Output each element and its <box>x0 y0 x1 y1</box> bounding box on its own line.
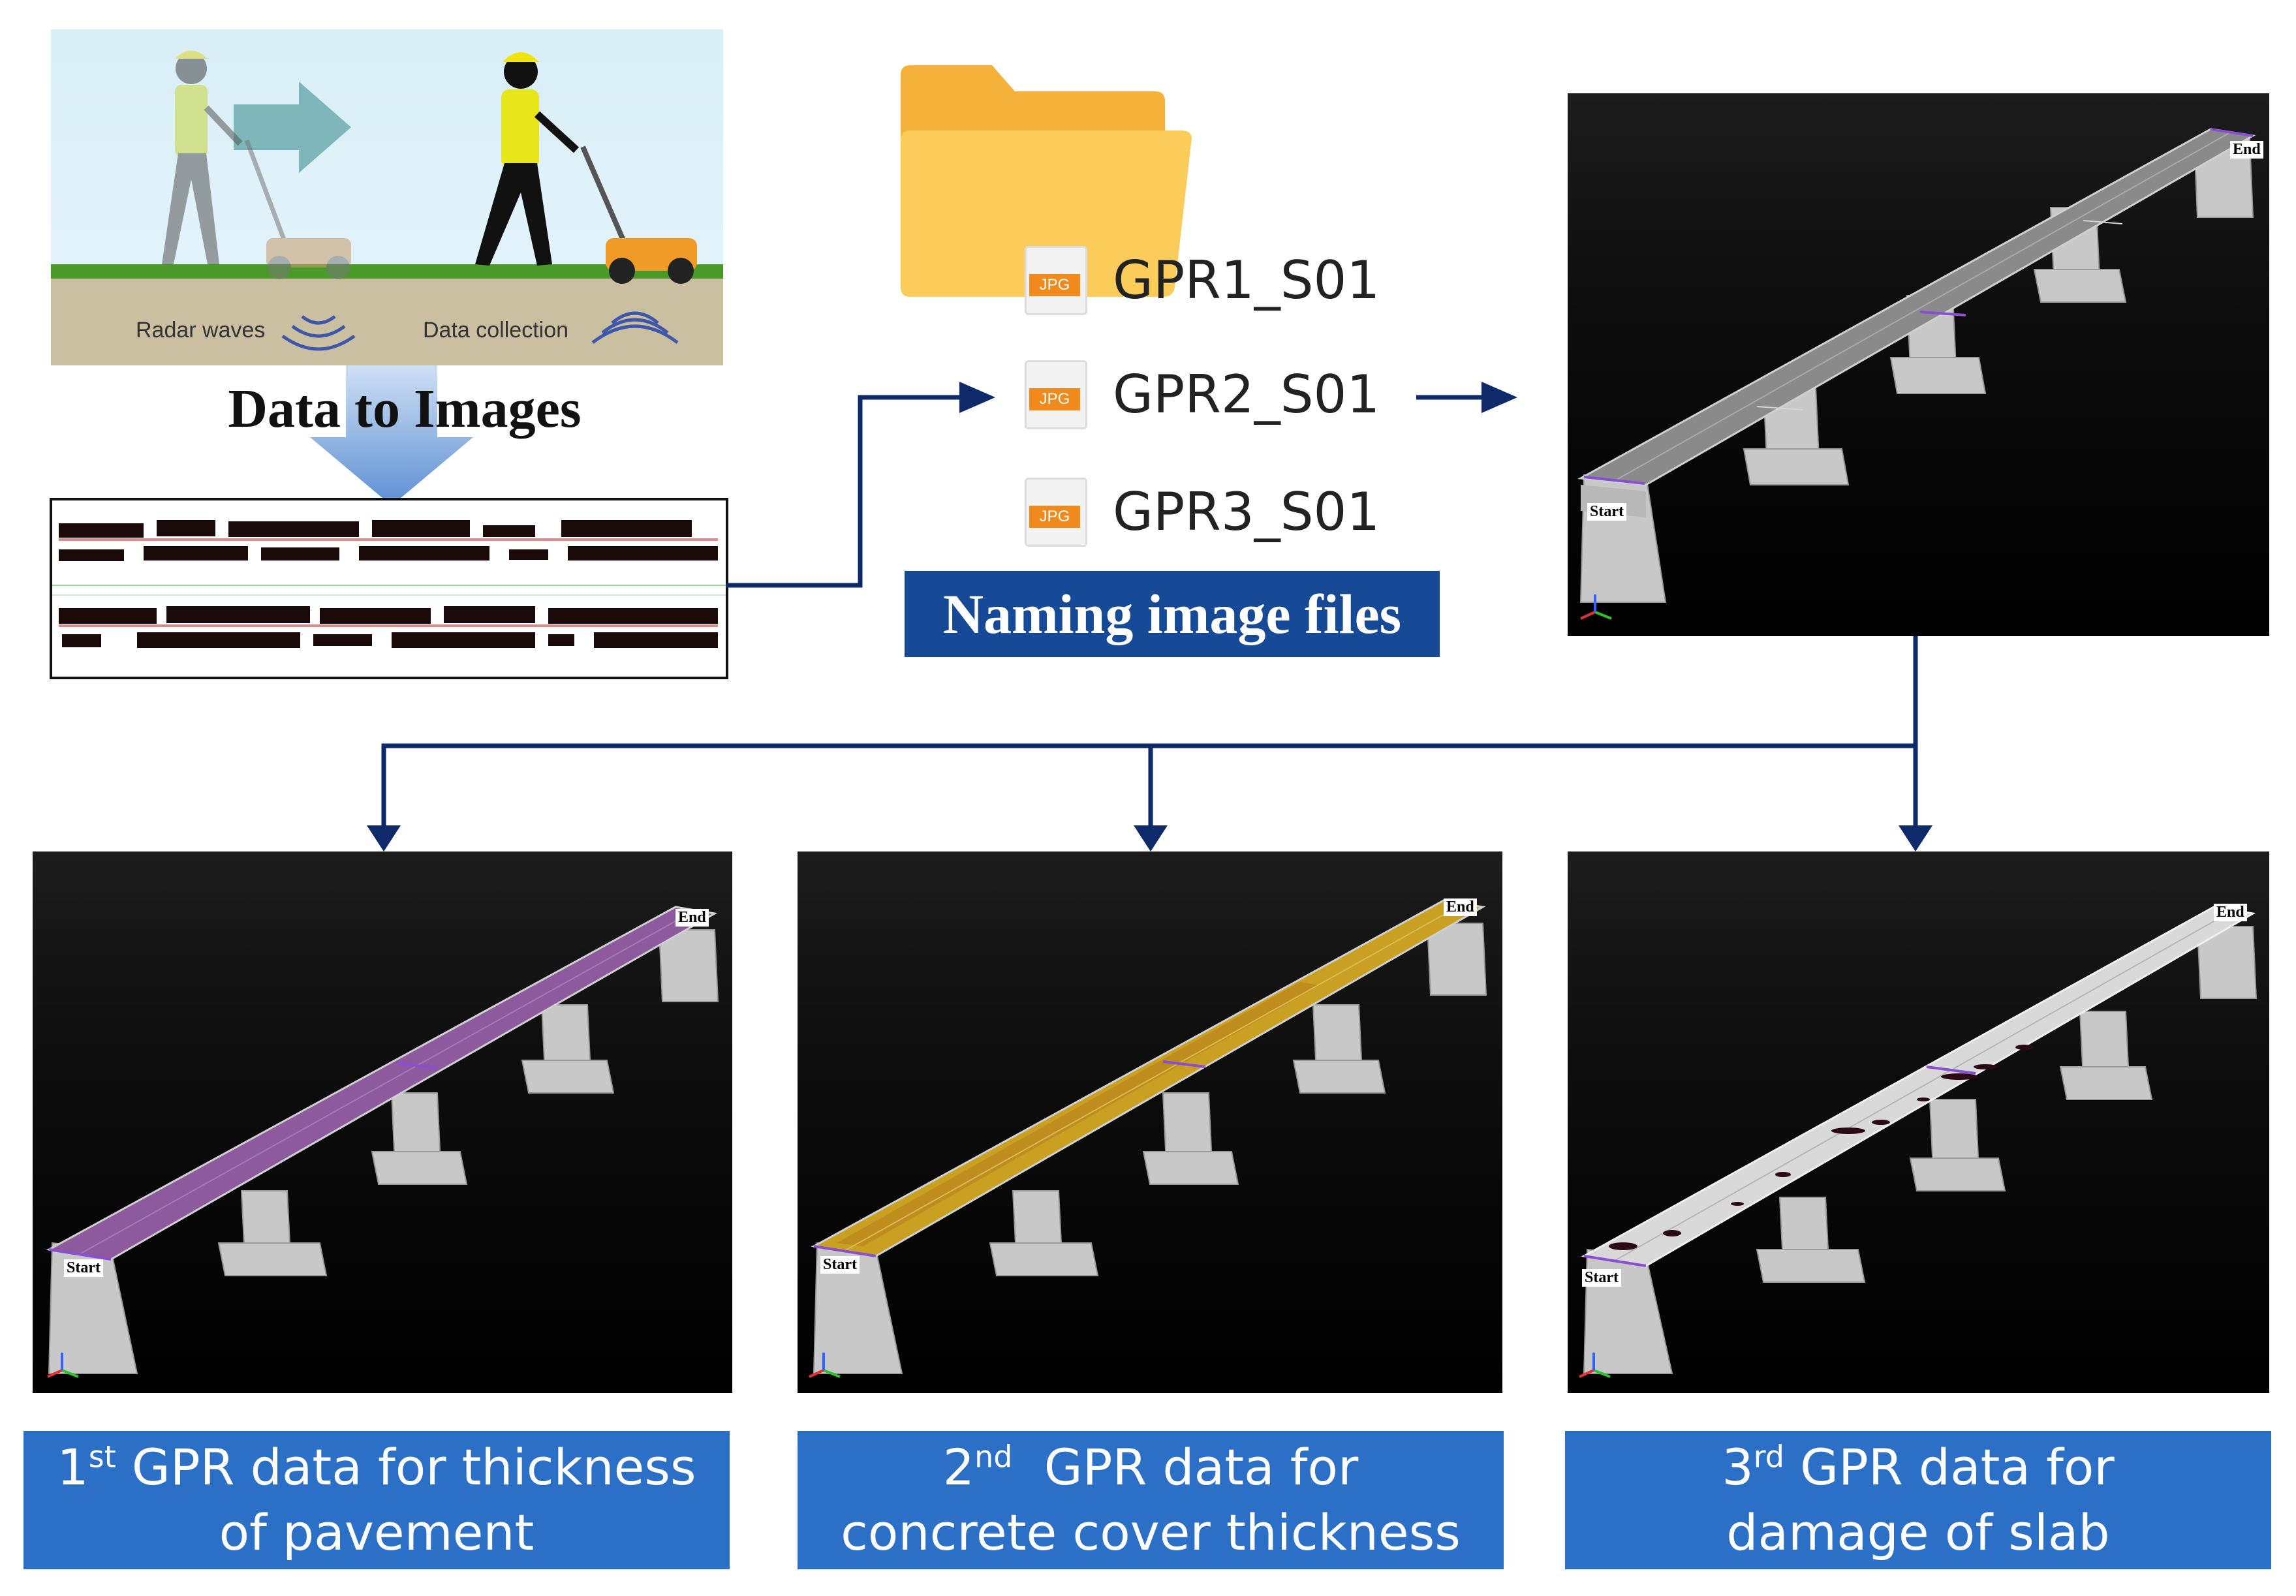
bridge-model-overview: Start End <box>1568 93 2269 636</box>
caption-ordinal: 2 <box>942 1438 975 1496</box>
caption-line-2: concrete cover thickness <box>841 1503 1461 1561</box>
axis-triad-icon <box>809 1353 841 1378</box>
worker-faded-icon <box>162 50 351 279</box>
caption-cover: 2nd GPR data for concrete cover thicknes… <box>798 1431 1504 1569</box>
axis-triad-icon <box>1580 594 1612 620</box>
caption-text: GPR data for <box>1012 1438 1359 1496</box>
arrow-head-icon <box>1482 382 1517 413</box>
worker-icon <box>475 52 697 284</box>
caption-pavement: 1st GPR data for thickness of pavement <box>23 1431 730 1569</box>
gpr-data-strip <box>50 498 728 679</box>
caption-text: GPR data for <box>1784 1438 2115 1496</box>
file-name: GPR1_S01 <box>1113 250 1380 311</box>
bridge-cover-model <box>811 899 1487 1374</box>
radar-wave-icon <box>281 315 356 351</box>
file-item[interactable]: JPG GPR2_S01 <box>1021 352 1413 437</box>
caption-ordinal: 3 <box>1722 1438 1754 1496</box>
bridge-damage-model <box>1581 906 2257 1374</box>
arrow-head-icon <box>1134 825 1168 852</box>
start-label: Start <box>820 1256 860 1274</box>
start-label: Start <box>1582 1269 1621 1287</box>
jpg-file-icon: JPG <box>1025 478 1087 547</box>
naming-image-files-banner: Naming image files <box>905 571 1440 657</box>
bridge-model-pavement: Start End <box>33 852 732 1393</box>
caption-suffix: st <box>88 1439 116 1475</box>
arrow-head-icon <box>959 382 995 413</box>
jpg-file-icon: JPG <box>1025 246 1087 315</box>
gpr-survey-illustration: Radar waves Data collection <box>51 29 723 365</box>
bridge-model-damage: Start End <box>1568 852 2269 1393</box>
folder-icon <box>901 65 1192 297</box>
caption-suffix: rd <box>1753 1439 1784 1475</box>
file-name: GPR2_S01 <box>1113 364 1380 425</box>
caption-suffix: nd <box>974 1439 1013 1475</box>
jpg-badge: JPG <box>1029 506 1080 528</box>
caption-line-1: 1st GPR data for thickness <box>23 1435 730 1500</box>
jpg-badge: JPG <box>1029 274 1080 296</box>
file-item[interactable]: JPG GPR3_S01 <box>1021 470 1413 555</box>
caption-damage: 3rd GPR data for damage of slab <box>1565 1431 2271 1569</box>
bridge-model-cover: Start End <box>798 852 1502 1393</box>
transition-arrow-icon <box>234 82 351 173</box>
arrow-head-icon <box>1899 825 1932 852</box>
survey-scene <box>51 50 723 365</box>
radar-waves-label: Radar waves <box>136 318 266 343</box>
file-name: GPR3_S01 <box>1113 482 1380 542</box>
bridge-3d-model <box>1577 128 2256 603</box>
start-label: Start <box>64 1259 103 1277</box>
jpg-file-icon: JPG <box>1025 360 1087 429</box>
end-label: End <box>675 909 709 927</box>
end-label: End <box>2230 141 2263 159</box>
jpg-badge: JPG <box>1029 388 1080 410</box>
caption-line-1: 3rd GPR data for <box>1565 1435 2271 1500</box>
axis-triad-icon <box>1579 1353 1611 1378</box>
axis-triad-icon <box>47 1353 79 1378</box>
bridge-pavement-model <box>46 906 719 1374</box>
caption-line-2: of pavement <box>219 1503 535 1561</box>
end-label: End <box>2214 904 2247 921</box>
end-label: End <box>1444 898 1477 916</box>
caption-line-2: damage of slab <box>1726 1503 2110 1561</box>
collection-wave-icon <box>591 311 679 344</box>
down-arrow-icon <box>310 365 473 506</box>
gpr-strip-image <box>52 520 726 648</box>
start-label: Start <box>1587 503 1626 521</box>
arrow-head-icon <box>367 825 401 852</box>
data-to-images-heading: Data to Images <box>228 378 582 439</box>
caption-ordinal: 1 <box>57 1438 89 1496</box>
caption-line-1: 2nd GPR data for <box>798 1435 1504 1500</box>
caption-text: GPR data for thickness <box>116 1438 696 1496</box>
file-item[interactable]: JPG GPR1_S01 <box>1021 238 1413 323</box>
data-collection-label: Data collection <box>423 318 569 343</box>
